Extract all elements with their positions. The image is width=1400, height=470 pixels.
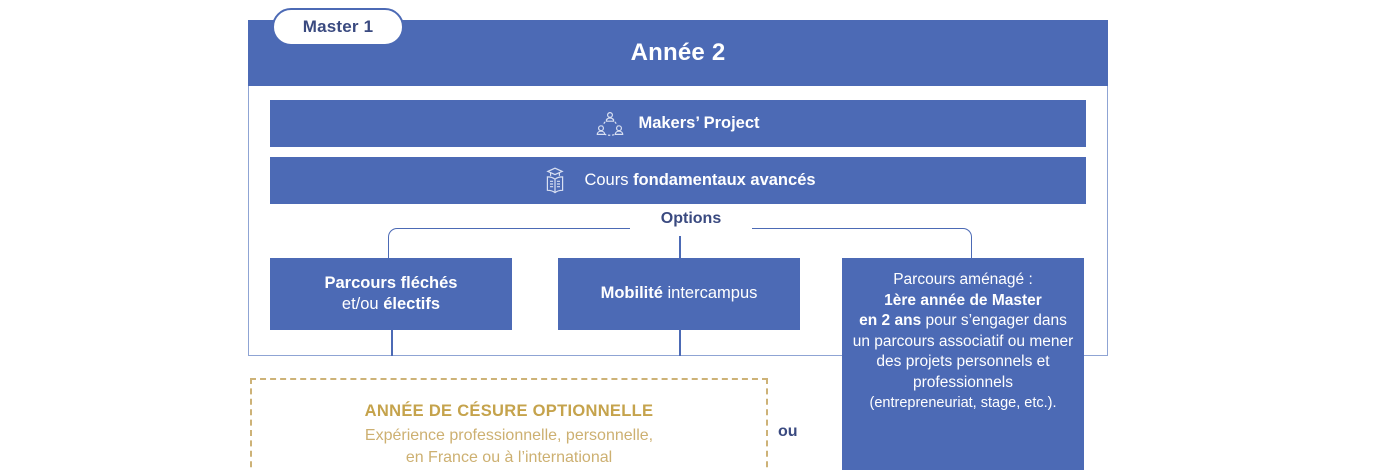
cesure-subtitle: Expérience professionnelle, personnelle,…	[252, 425, 766, 468]
cesure-subtitle-line2: en France ou à l’international	[405, 448, 613, 466]
option-line2-bold: électifs	[383, 295, 441, 313]
options-bracket-gap	[630, 222, 752, 238]
option-line1: Parcours fléchés	[324, 273, 458, 292]
option-bold: Mobilité	[600, 284, 663, 303]
course-row-label: Cours fondamentaux avancés	[584, 171, 815, 190]
cesure-subtitle-line1: Expérience professionnelle, personnelle,	[364, 427, 654, 444]
option-line1: Parcours aménagé :	[893, 271, 1033, 288]
cesure-title: ANNÉE DE CÉSURE OPTIONNELLE	[364, 402, 654, 420]
course-row-label-bold: fondamentaux avancés	[633, 171, 816, 189]
or-label: ou	[778, 423, 798, 440]
course-row-label: Makers’ Project	[638, 114, 759, 133]
course-row-cours-fondamentaux: Cours fondamentaux avancés	[270, 157, 1086, 204]
option-bold2: en 2 ans	[859, 312, 922, 330]
course-row-label-prefix: Cours	[584, 171, 634, 189]
course-row-makers-project: Makers’ Project	[270, 100, 1086, 147]
course-row-label-bold: Makers’ Project	[638, 114, 760, 132]
option-note: (entrepreneuriat, stage, etc.).	[869, 394, 1057, 411]
option-box-parcours-amenage: Parcours aménagé : 1ère année de Master …	[842, 258, 1084, 470]
options-label: Options	[660, 210, 722, 227]
option-text: Mobilité intercampus	[601, 283, 758, 304]
option-regular: intercampus	[662, 284, 758, 303]
option-line2-prefix: et/ou	[341, 295, 384, 313]
option-box-parcours-fleches: Parcours fléchés et/ou électifs	[270, 258, 512, 330]
connector-drop-left	[391, 330, 393, 356]
option-text: Parcours aménagé : 1ère année de Master …	[852, 270, 1074, 413]
option-box-mobilite-intercampus: Mobilité intercampus	[558, 258, 800, 330]
book-graduation-cap-icon	[540, 166, 570, 196]
team-network-icon	[596, 110, 624, 138]
master-level-label: Master 1	[302, 17, 374, 36]
option-text: Parcours fléchés et/ou électifs	[325, 273, 458, 315]
page-title: Année 2	[630, 39, 726, 66]
cesure-optional-box: ANNÉE DE CÉSURE OPTIONNELLE Expérience p…	[250, 378, 768, 470]
option-bold1: 1ère année de Master	[884, 291, 1042, 309]
option-after-bold: pour s’engager dans un parcours associat…	[852, 312, 1074, 392]
options-connector-middle	[679, 236, 681, 258]
connector-drop-middle	[679, 330, 681, 356]
master-level-badge: Master 1	[272, 8, 404, 46]
